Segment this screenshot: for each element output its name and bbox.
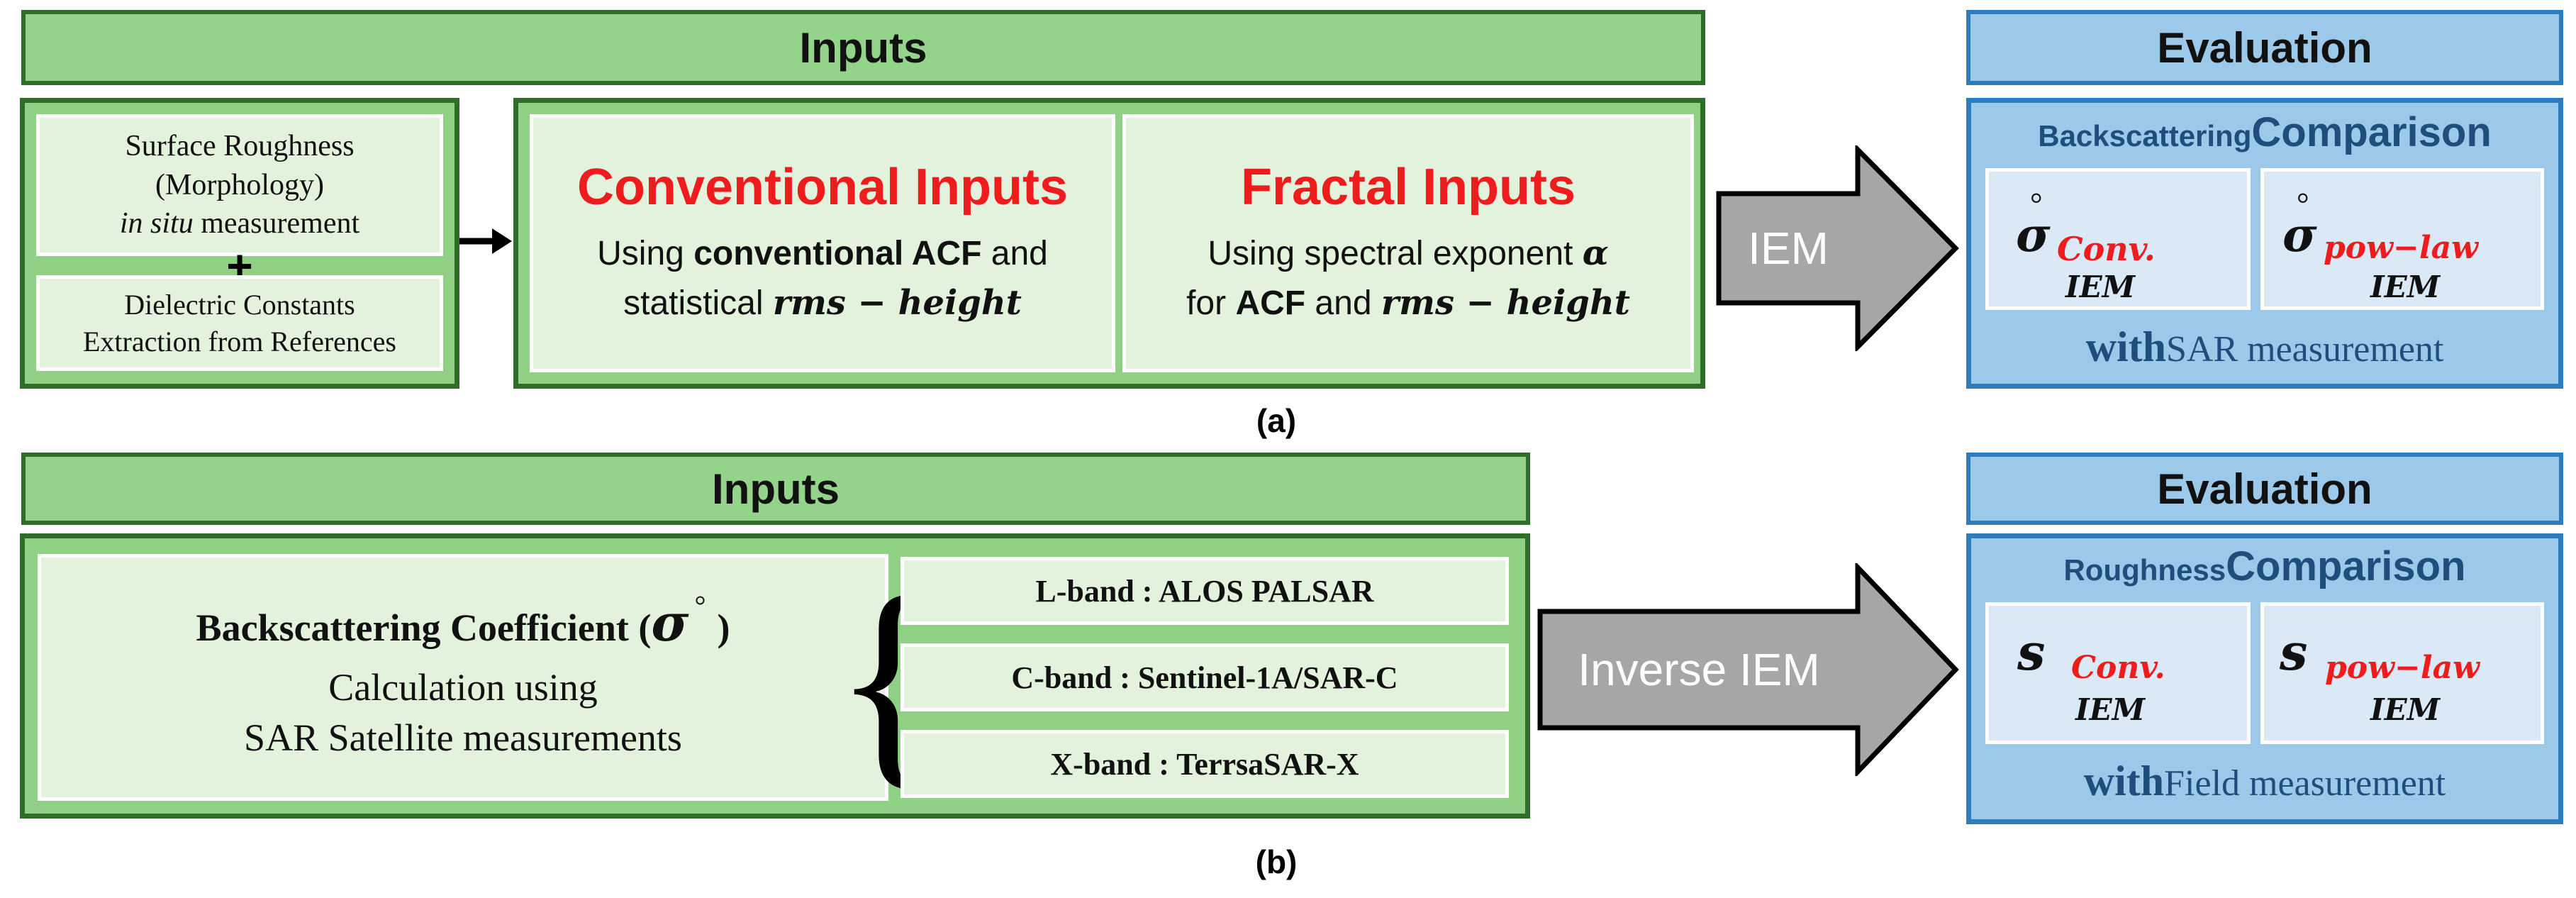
- evaluation-box-a: Backscattering Comparison ° σ Conv. IEM …: [1966, 98, 2563, 389]
- coefficient-heading: Backscattering Coefficient (σ°): [196, 589, 730, 653]
- comparison-prefix-a: Backscattering: [2038, 119, 2252, 153]
- s-conv-iem: IEM: [2075, 692, 2146, 727]
- roughness-line1: Surface Roughness: [125, 130, 355, 163]
- calc-line1: Calculation using: [328, 666, 598, 709]
- evaluation-header-b: Evaluation: [1966, 453, 2563, 525]
- inputs-title-a: Inputs: [799, 23, 927, 72]
- s-conv-subscript: Conv.: [2071, 650, 2165, 686]
- s-conv-symbol: s: [2017, 623, 2046, 682]
- dielectric-line2: Extraction from References: [82, 325, 396, 357]
- comparison-heading-a: Backscattering Comparison: [1971, 109, 2558, 158]
- sigma-powlaw-symbol: σ: [2282, 207, 2317, 262]
- evaluation-title-b: Evaluation: [2157, 465, 2373, 513]
- comparison-main-a: Comparison: [2251, 109, 2492, 155]
- coefficient-sigma: σ: [651, 592, 689, 653]
- fractal-title: Fractal Inputs: [1240, 159, 1576, 216]
- fractal-rms-height: rms − height: [1381, 283, 1630, 323]
- inverse-iem-label: Inverse IEM: [1578, 644, 1820, 695]
- inputs-title-b: Inputs: [712, 465, 840, 513]
- measurement-group: Surface Roughness (Morphology) in situ m…: [20, 98, 459, 389]
- iem-arrow-icon: [1716, 145, 1959, 351]
- s-conv-box: s Conv. IEM: [1985, 602, 2251, 744]
- fractal-alpha: α: [1582, 233, 1609, 274]
- footer-measurement-b: Field measurement: [2164, 763, 2446, 804]
- comparison-heading-b: Roughness Comparison: [1971, 543, 2558, 595]
- sigma-conv-symbol: σ: [2016, 207, 2051, 262]
- roughness-line2: (Morphology): [155, 168, 324, 201]
- band-item: L-band : ALOS PALSAR: [901, 557, 1509, 625]
- comparison-prefix-b: Roughness: [2063, 553, 2226, 587]
- conventional-line1: Using conventional ACF and: [597, 229, 1048, 279]
- caption-a: (a): [1256, 402, 1297, 439]
- s-powlaw-box: s pow−law IEM: [2260, 602, 2544, 744]
- model-inputs-group: Conventional Inputs Using conventional A…: [513, 98, 1705, 389]
- sigma-conv-box: ° σ Conv. IEM: [1985, 168, 2251, 310]
- dielectric-box: Dielectric Constants Extraction from Ref…: [36, 275, 443, 371]
- sigma-powlaw-degree: °: [2297, 187, 2309, 221]
- conventional-using: Using: [597, 235, 694, 273]
- sigma-conv-iem: IEM: [2065, 270, 2136, 304]
- conventional-statistical: statistical: [623, 284, 773, 322]
- s-powlaw-subscript: pow−law: [2325, 650, 2480, 686]
- sigma-powlaw-iem: IEM: [2370, 270, 2441, 304]
- footer-with-a: with: [2085, 323, 2166, 370]
- conventional-inputs-box: Conventional Inputs Using conventional A…: [530, 114, 1115, 372]
- coefficient-close: ): [717, 606, 730, 650]
- sigma-conv-degree: °: [2030, 187, 2043, 221]
- sigma-powlaw-box: ° σ pow−law IEM: [2260, 168, 2544, 310]
- s-powlaw-symbol: s: [2280, 623, 2308, 682]
- sigma-powlaw-subscript: pow−law: [2324, 230, 2478, 266]
- conventional-acf: conventional ACF: [693, 235, 982, 273]
- evaluation-header-a: Evaluation: [1966, 10, 2563, 85]
- fractal-using: Using spectral exponent: [1208, 235, 1583, 273]
- backscattering-coefficient-box: Backscattering Coefficient (σ°) Calculat…: [38, 554, 888, 801]
- conventional-rms-height: rms − height: [772, 283, 1022, 323]
- iem-arrow-label: IEM: [1748, 223, 1829, 274]
- band-item: C-band : Sentinel-1A/SAR-C: [901, 643, 1509, 711]
- band-item: X-band : TerrsaSAR-X: [901, 730, 1509, 798]
- footer-with-b: with: [2083, 758, 2165, 804]
- inverse-iem-arrow-icon: [1537, 563, 1959, 776]
- roughness-line3: in situ measurement: [120, 204, 359, 243]
- satellite-inputs-group: Backscattering Coefficient (σ°) Calculat…: [20, 533, 1530, 819]
- conventional-and: and: [981, 235, 1048, 273]
- calc-line2: SAR Satellite measurements: [244, 716, 682, 759]
- fractal-line1: Using spectral exponent α: [1208, 229, 1608, 279]
- fractal-acf: ACF: [1235, 284, 1306, 322]
- sigma-conv-subscript: Conv.: [2057, 230, 2156, 268]
- evaluation-footer-a: with SAR measurement: [1971, 323, 2558, 379]
- evaluation-footer-b: with Field measurement: [1971, 757, 2558, 814]
- dielectric-line1: Dielectric Constants: [124, 288, 355, 321]
- arrow-right-icon: [459, 228, 512, 254]
- fractal-and: and: [1305, 284, 1381, 322]
- footer-measurement-a: SAR measurement: [2165, 329, 2444, 370]
- inputs-header-b: Inputs: [21, 453, 1530, 525]
- inputs-header-a: Inputs: [21, 10, 1705, 85]
- in-situ-text: in situ: [119, 207, 194, 240]
- coefficient-degree: °: [694, 589, 706, 622]
- conventional-line2: statistical rms − height: [623, 279, 1022, 328]
- evaluation-box-b: Roughness Comparison s Conv. IEM s pow−l…: [1966, 533, 2563, 824]
- comparison-main-b: Comparison: [2226, 543, 2466, 589]
- coefficient-label: Backscattering Coefficient (: [196, 606, 652, 650]
- measurement-text: measurement: [193, 207, 360, 240]
- fractal-line2: for ACF and rms − height: [1186, 279, 1630, 328]
- evaluation-title-a: Evaluation: [2157, 23, 2373, 72]
- fractal-for: for: [1186, 284, 1236, 322]
- roughness-box: Surface Roughness (Morphology) in situ m…: [36, 114, 443, 256]
- s-powlaw-iem: IEM: [2370, 692, 2441, 727]
- fractal-inputs-box: Fractal Inputs Using spectral exponent α…: [1122, 114, 1694, 372]
- caption-b: (b): [1255, 843, 1298, 880]
- conventional-title: Conventional Inputs: [577, 159, 1068, 216]
